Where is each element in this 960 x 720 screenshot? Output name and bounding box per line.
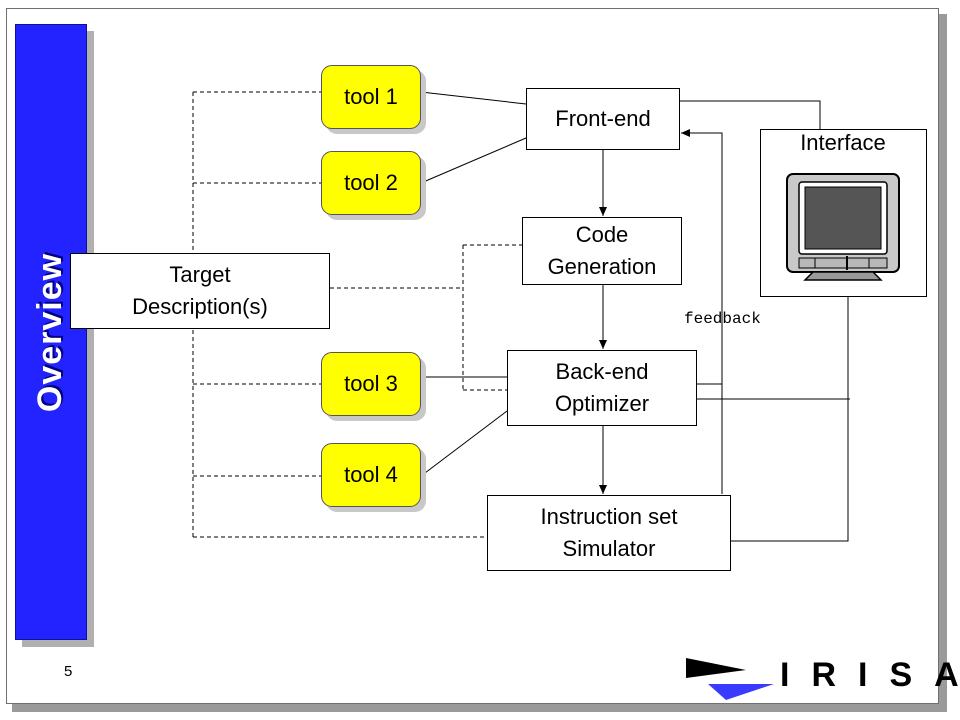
target-desc-line1: Target (169, 262, 231, 287)
page-number: 5 (64, 663, 73, 680)
front-end-box: Front-end (526, 88, 680, 150)
tool-3: tool 3 (321, 352, 421, 416)
frontend-to-interface (680, 100, 821, 130)
tool4-to-backend (420, 410, 508, 477)
instruction-set-simulator-box: Instruction set Simulator (487, 495, 731, 571)
backend-line2: Optimizer (554, 391, 650, 416)
feedback-line (681, 129, 723, 494)
tool-4: tool 4 (321, 443, 421, 507)
irisa-logo-text: IRISA (780, 656, 959, 694)
code-gen-line1: Code (575, 222, 629, 247)
tool-2: tool 2 (321, 151, 421, 215)
simulator-to-interface (731, 297, 849, 542)
target-description-box: Target Description(s) (70, 253, 330, 329)
code-gen-line2: Generation (547, 254, 657, 279)
interface-title: Interface (800, 130, 886, 155)
tool2-to-frontend (420, 137, 527, 184)
monitor-icon (786, 173, 900, 281)
simulator-line1: Instruction set (540, 504, 678, 529)
target-desc-line2: Description(s) (132, 294, 268, 319)
slide-frame (6, 8, 939, 704)
backend-optimizer-box: Back-end Optimizer (507, 350, 697, 426)
simulator-line2: Simulator (562, 536, 656, 561)
irisa-flag-icon (686, 658, 774, 700)
backend-line1: Back-end (555, 359, 649, 384)
feedback-label: feedback (684, 310, 761, 328)
code-generation-box: Code Generation (522, 217, 682, 285)
tool-1: tool 1 (321, 65, 421, 129)
sidebar (15, 24, 87, 640)
tool1-to-frontend (420, 91, 527, 105)
